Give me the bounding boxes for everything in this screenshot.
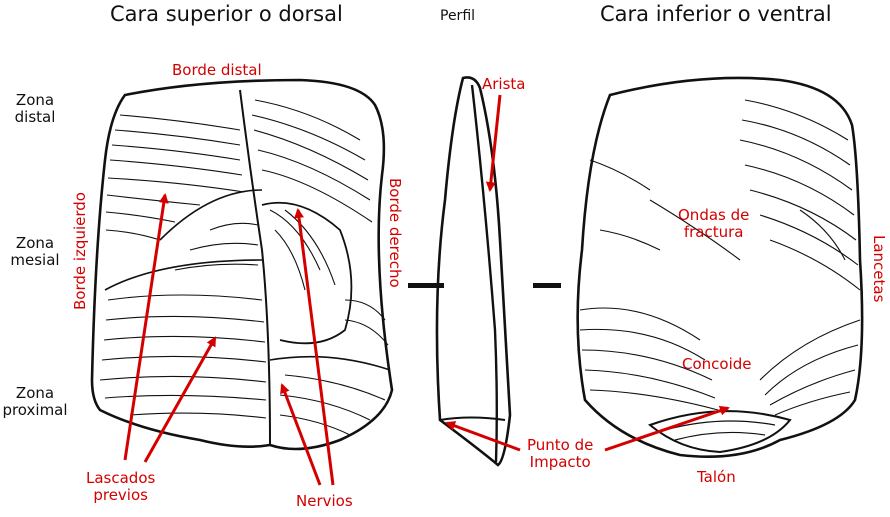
nervios-label: Nervios [296,492,353,510]
arrow-nervios-2 [294,208,335,486]
arrow-arista [485,94,502,192]
dorsal-ridge-5 [269,355,391,371]
profile-base [439,416,506,421]
zone-proximal-line-1: Zona [15,384,55,402]
dorsal-hatching [99,99,389,436]
ondas-fractura-label: Ondas de fractura [678,206,750,242]
ondas-fractura-line-2: fractura [683,223,744,242]
zone-distal-label: Zona distal [0,91,75,127]
profile-title: Perfil [440,8,476,24]
zone-mesial-line-1: Zona [15,234,55,252]
punto-impacto-line-2: Impacto [529,453,591,472]
lascados-previos-label: Lascados previos [86,469,156,505]
ventral-face-drawing [576,76,864,458]
ventral-outline [576,76,864,458]
ventral-face-title: Cara inferior o ventral [600,2,832,26]
lascados-previos-line-1: Lascados [86,469,156,487]
zone-distal-line-2: distal [14,108,56,127]
dorsal-face-title: Cara superior o dorsal [110,2,343,26]
zone-distal-line-1: Zona [15,91,55,109]
zone-proximal-line-2: proximal [2,401,68,420]
dorsal-ridge-3 [159,189,263,241]
lascados-previos-line-2: previos [93,486,148,505]
zone-mesial-label: Zona mesial [0,234,75,270]
profile-ridge [470,84,498,463]
annotation-arrows [123,94,730,486]
arrow-impacto-right [604,405,730,452]
dorsal-face-drawing [90,78,394,451]
punto-impacto-line-1: Punto de [527,436,594,454]
zone-mesial-line-2: mesial [10,251,60,270]
profile-dash-right [533,283,561,288]
arrow-nervios-1 [280,383,322,486]
borde-derecho-label: Borde derecho [386,178,404,288]
talon-label: Talón [697,468,736,486]
concoide-label: Concoide [682,355,752,373]
arista-label: Arista [482,75,526,93]
borde-distal-label: Borde distal [172,61,262,79]
punto-impacto-label: Punto de Impacto [527,436,594,472]
ondas-fractura-line-1: Ondas de [678,206,750,224]
arrow-lascados-2 [143,336,217,463]
dorsal-ridge-2 [104,259,263,291]
zone-proximal-label: Zona proximal [0,384,75,420]
lancetas-label: Lancetas [870,235,888,303]
borde-izquierdo-label: Borde izquierdo [71,192,89,310]
dorsal-ridge-1 [239,89,271,446]
ventral-hatching [579,99,861,416]
arrow-lascados-1 [123,193,169,461]
dorsal-ridge-4 [261,201,353,345]
arrow-impacto-left [445,421,521,452]
profile-drawing [435,76,512,467]
profile-outline [435,76,512,467]
profile-dash-left [408,283,444,288]
